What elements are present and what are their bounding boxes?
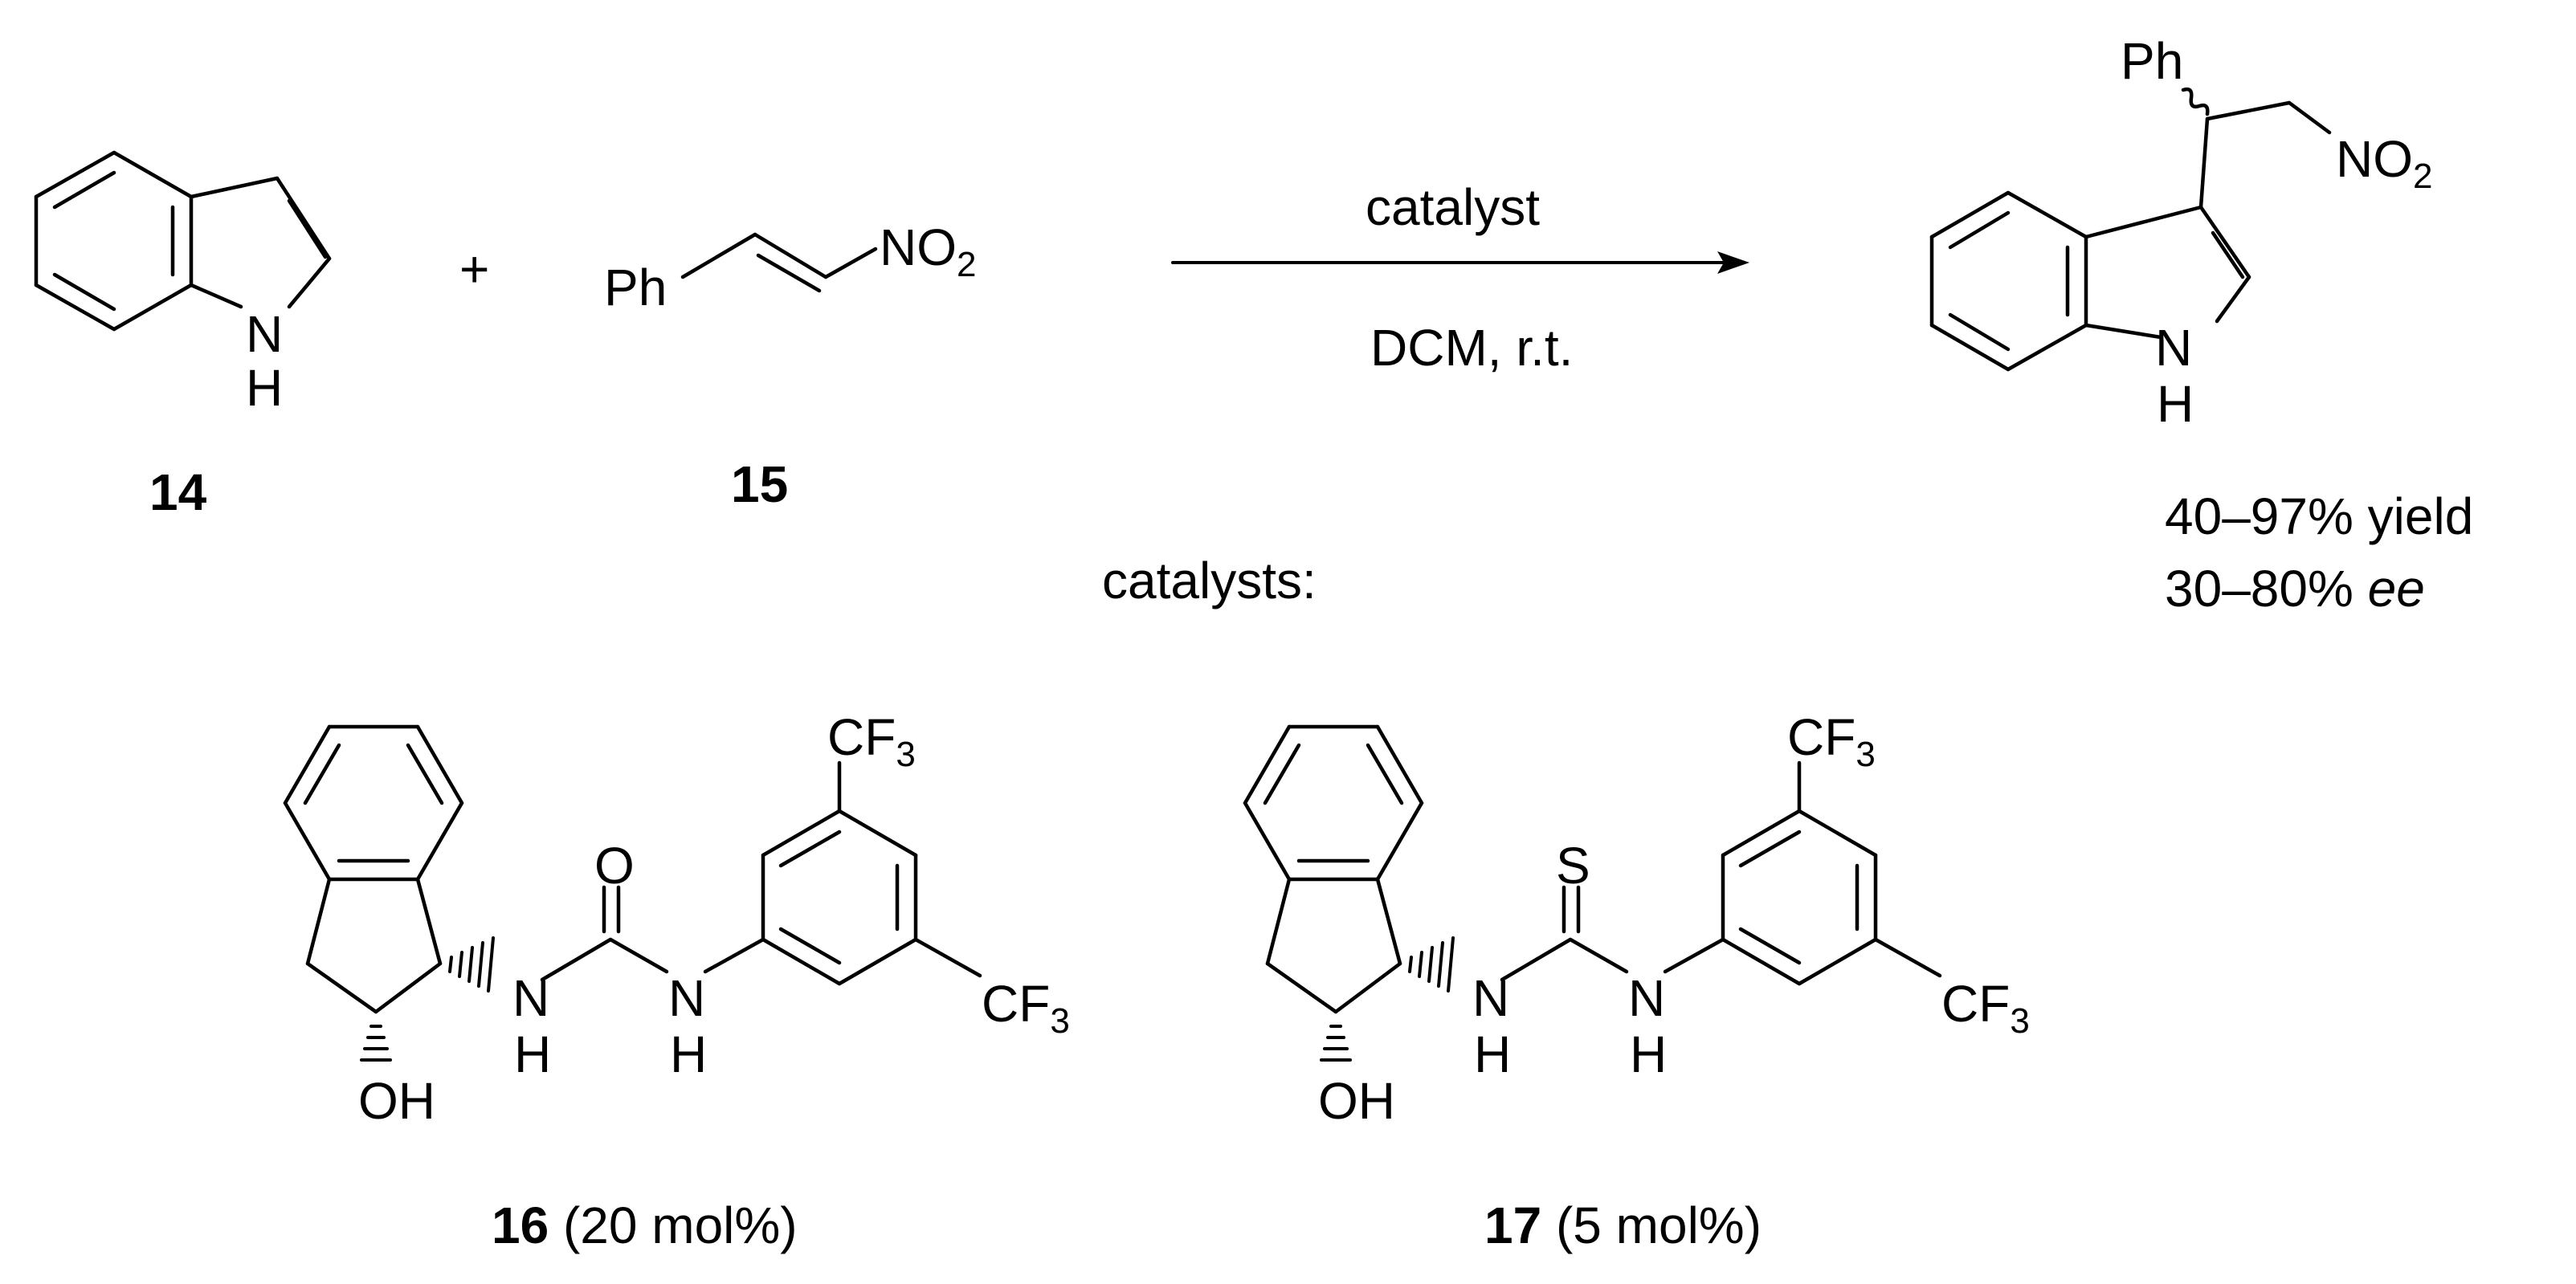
catalyst-16-h2: H <box>670 1025 707 1083</box>
catalyst-16-n1: N <box>512 969 549 1027</box>
catalyst-16-caption: 16 (20 mol%) <box>492 1196 798 1254</box>
catalyst-structure-17: S N H N H OH CF3 CF3 17 (5 mol%) <box>1243 708 2030 1254</box>
catalyst-16-cf3-bottom: CF3 <box>982 975 1070 1041</box>
catalyst-16-oh: OH <box>358 1072 435 1130</box>
ee-range: 30–80% ee <box>2165 560 2425 618</box>
plus-sign: + <box>459 240 489 298</box>
catalyst-16-h1: H <box>514 1025 551 1083</box>
product-h-label: H <box>2157 375 2194 433</box>
catalyst-17-oh: OH <box>1318 1072 1395 1130</box>
catalyst-16-carbonyl-o: O <box>594 837 635 895</box>
catalyst-structure-16: O N H N H OH CF3 CF3 16 (20 mol%) <box>283 708 1070 1254</box>
compound-number-14: 14 <box>149 463 207 521</box>
catalysts-heading: catalysts: <box>1102 552 1317 609</box>
indole-h-label: H <box>246 359 283 417</box>
yield-range: 40–97% yield <box>2165 487 2473 545</box>
reaction-arrow <box>1171 251 1749 274</box>
condition-solvent-temp: DCM, r.t. <box>1370 319 1573 377</box>
catalyst-17-h2: H <box>1630 1025 1667 1083</box>
catalyst-16-cf3-top: CF3 <box>827 708 916 774</box>
catalyst-17-caption: 17 (5 mol%) <box>1484 1196 1762 1254</box>
catalyst-17-n2: N <box>1628 969 1665 1027</box>
catalyst-17-h1: H <box>1474 1025 1511 1083</box>
catalyst-16-n2: N <box>668 969 705 1027</box>
catalyst-17-thiocarbonyl-s: S <box>1556 837 1590 895</box>
catalyst-17-cf3-top: CF3 <box>1787 708 1876 774</box>
product-no2-label: NO2 <box>2336 130 2432 196</box>
nitrostyrene-ph-label: Ph <box>604 259 667 316</box>
product-structure: Ph NO2 N H <box>1929 32 2432 433</box>
product-ph-label: Ph <box>2121 32 2183 90</box>
condition-catalyst: catalyst <box>1366 178 1540 236</box>
catalyst-17-n1: N <box>1472 969 1509 1027</box>
indole-structure-14: N H 14 <box>34 150 332 521</box>
nitrostyrene-structure-15: Ph NO2 15 <box>604 218 976 513</box>
compound-number-15: 15 <box>731 455 788 513</box>
nitrostyrene-no2-label: NO2 <box>880 218 976 284</box>
catalyst-17-cf3-bottom: CF3 <box>1941 975 2030 1041</box>
product-n-label: N <box>2155 319 2192 377</box>
indole-n-label: N <box>246 305 283 363</box>
